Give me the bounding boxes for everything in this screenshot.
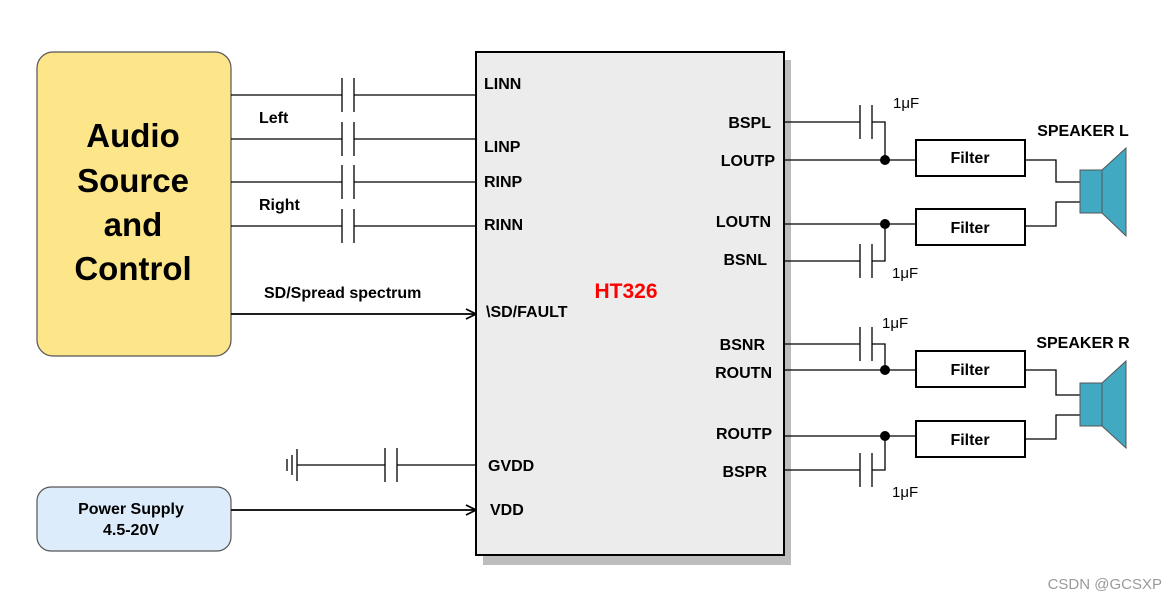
audio-source-block: Audio Source and Control [36,51,232,357]
pin-vdd: VDD [490,502,524,519]
power-supply-label: Power Supply [78,501,184,518]
chip-name: HT326 [594,280,657,303]
cap-bsnl-value: 1μF [892,265,918,282]
speaker-left-label: SPEAKER L [1037,123,1129,140]
label-left: Left [259,110,289,127]
filter-3: Filter [915,350,1026,388]
pin-loutn: LOUTN [716,214,771,231]
pin-linn: LINN [484,76,521,93]
filter-2-label: Filter [950,220,989,237]
gvdd-capacitor [286,448,476,482]
pin-routp: ROUTP [716,426,772,443]
label-sd: SD/Spread spectrum [264,285,421,302]
pin-bsnl: BSNL [723,252,767,269]
junction-dots [880,155,890,441]
pin-bspl: BSPL [728,115,771,132]
amplifier-chip: HT326 [475,51,791,565]
pin-gvdd: GVDD [488,458,534,475]
pin-bsnr: BSNR [720,337,766,354]
source-title-line-3: and [104,206,163,243]
power-supply-block: Power Supply 4.5-20V [36,486,232,552]
filter-2: Filter [915,208,1026,246]
pin-loutp: LOUTP [721,153,776,170]
pin-sd-fault: \SD/FAULT [486,304,568,321]
pin-routn: ROUTN [715,365,772,382]
filter-1-label: Filter [950,150,989,167]
filter-4: Filter [915,420,1026,458]
speaker-left-icon [1079,146,1127,238]
cap-bsnr-value: 1μF [882,315,908,332]
cap-bspl-value: 1μF [893,95,919,112]
watermark: CSDN @GCSXP [1048,576,1162,593]
input-lines [231,78,476,243]
label-right: Right [259,197,301,214]
speaker-right-label: SPEAKER R [1036,335,1130,352]
filter-3-label: Filter [950,362,989,379]
pin-bspr: BSPR [723,464,768,481]
pin-linp: LINP [484,139,521,156]
source-title-line-2: Source [77,162,189,199]
source-title-line-1: Audio [86,117,179,154]
filter-1: Filter [915,139,1026,177]
speaker-right-icon [1079,359,1127,450]
pin-rinn: RINN [484,217,523,234]
source-title-line-4: Control [74,250,191,287]
power-supply-voltage: 4.5-20V [103,522,159,539]
output-wiring [784,105,1080,487]
filter-4-label: Filter [950,432,989,449]
pin-rinp: RINP [484,174,523,191]
cap-bspr-value: 1μF [892,484,918,501]
